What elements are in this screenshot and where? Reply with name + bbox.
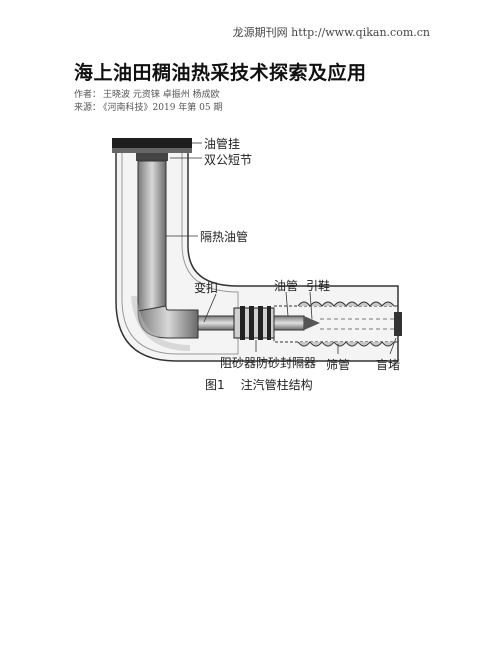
blind-plug [394, 312, 402, 336]
caption-text: 注汽管柱结构 [240, 378, 313, 392]
figure-caption: 图1 注汽管柱结构 [205, 376, 313, 393]
bend-shadow [131, 295, 191, 351]
insulated-tubing-vertical [137, 160, 167, 312]
injection-string-diagram [112, 138, 402, 362]
article-authors: 作者：王晓波 元资铼 卓振州 杨成欧 [74, 87, 220, 100]
double-nipple [136, 153, 168, 161]
tubing-hanger [112, 138, 192, 148]
formation-wave-top [297, 301, 398, 307]
label-tubing: 油管 [274, 279, 299, 293]
casing-inner [121, 146, 239, 355]
article-title: 海上油田稠油热采技术探索及应用 [74, 62, 367, 84]
label-blind-plug: 盲堵 [376, 358, 401, 372]
tubing-hanger-band [112, 148, 192, 153]
article-source: 来源：《河南科技》2019 年第 05 期 [74, 100, 222, 113]
label-insulated-tubing: 隔热油管 [200, 230, 249, 244]
authors-value: 王晓波 元资铼 卓振州 杨成欧 [103, 90, 220, 100]
injection-string-figure: 油管挂 双公短节 隔热油管 变扣 油管 引鞋 阻砂器防砂封隔器 筛管 盲堵 [98, 116, 438, 396]
source-label: 来源： [74, 103, 102, 113]
guide-shoe [304, 316, 320, 330]
label-double-nipple: 双公短节 [204, 153, 253, 167]
horizontal-tubing [197, 315, 235, 331]
caption-number: 图1 [205, 378, 225, 392]
label-guide-shoe: 引鞋 [306, 279, 331, 293]
tubing-horizontal [273, 315, 305, 331]
label-screen: 筛管 [326, 358, 351, 372]
authors-label: 作者： [74, 90, 102, 100]
label-tubing-hanger: 油管挂 [204, 137, 241, 151]
source-value: 《河南科技》2019 年第 05 期 [103, 103, 223, 113]
label-crossover: 变扣 [194, 281, 219, 295]
label-sand-packer: 阻砂器防砂封隔器 [220, 356, 317, 370]
site-header[interactable]: 龙源期刊网 http://www.qikan.com.cn [232, 26, 430, 39]
formation-wave-bottom [297, 341, 398, 347]
